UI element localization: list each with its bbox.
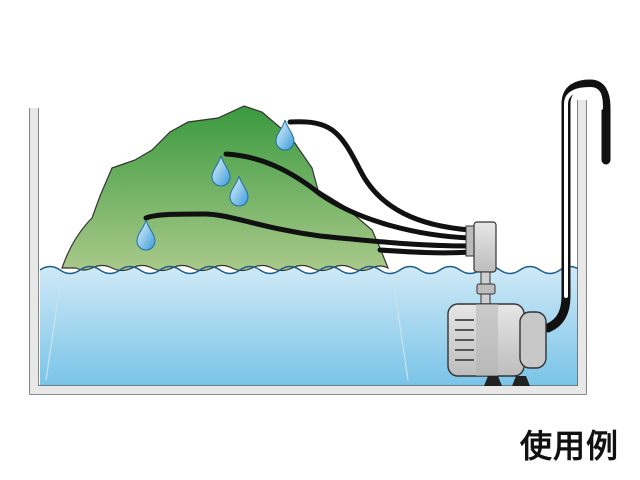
- feed-tube-4: [377, 247, 473, 256]
- feed-tube-1: [287, 119, 473, 233]
- feed-tube-2: [223, 151, 473, 241]
- water-droplets: [136, 119, 295, 251]
- rock-island: [61, 105, 390, 272]
- water-droplet-icon: [275, 119, 295, 151]
- water-droplet-icon: [136, 219, 156, 251]
- water: [40, 266, 580, 388]
- feed-tubes: [143, 119, 473, 256]
- tube-manifold: [465, 221, 497, 307]
- rock-reflection: [45, 271, 409, 381]
- return-pipe-outer: [543, 79, 611, 333]
- caption-label: 使用例: [520, 427, 620, 465]
- water-droplet-icon: [229, 175, 249, 207]
- aquarium-pump-icon: [447, 303, 547, 386]
- feed-tube-3: [143, 211, 473, 249]
- water-droplet-icon: [211, 155, 231, 187]
- return-pipe-inner: [564, 86, 603, 298]
